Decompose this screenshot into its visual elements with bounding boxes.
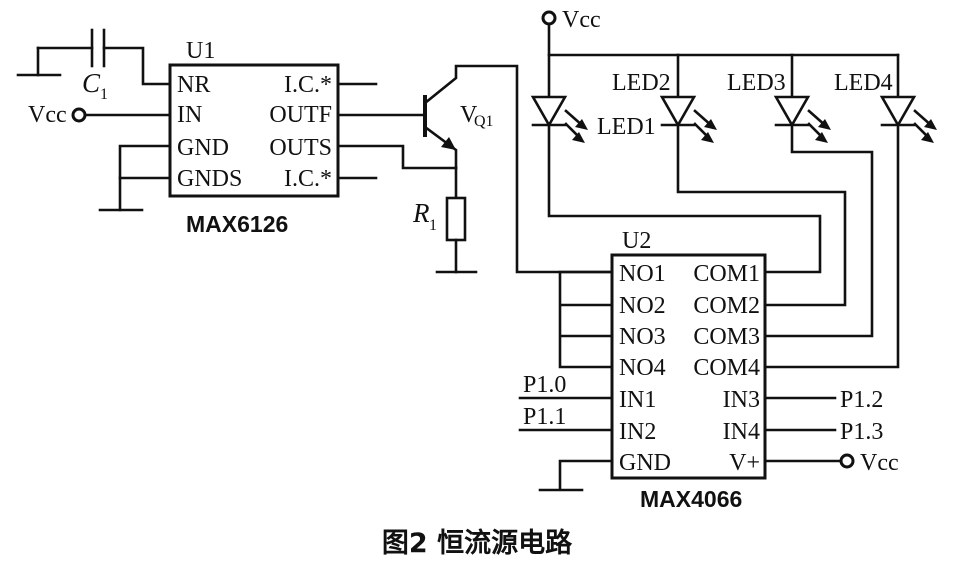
u1-pin-ic-top: I.C.* (284, 72, 332, 98)
u2-pin-no1: NO1 (619, 261, 666, 287)
vcc-rail: Vcc (541, 7, 900, 99)
port-p12-label: P1.2 (840, 387, 883, 413)
led3: LED3 (727, 70, 874, 338)
led1-label: LED1 (597, 114, 656, 140)
u2-pin-com2: COM2 (693, 293, 760, 319)
port-p10-label: P1.0 (523, 372, 566, 398)
capacitor-c1: C 1 (16, 28, 172, 103)
u2-chip: U2 MAX4066 NO1 NO2 NO3 NO4 IN1 IN2 GND C… (610, 228, 767, 512)
u1-pin-in: IN (177, 102, 202, 128)
vq1-subscript: Q1 (474, 113, 494, 130)
u2-pin-gnd: GND (619, 450, 671, 476)
led4: LED4 (763, 70, 937, 369)
led3-label: LED3 (727, 70, 786, 96)
r1-subscript: 1 (429, 217, 437, 234)
no-bus-wire (558, 270, 614, 369)
led4-label: LED4 (834, 70, 893, 96)
u1-vcc-input: Vcc (28, 102, 172, 128)
vcc-label-u2: Vcc (860, 450, 899, 476)
led2: LED2 (612, 70, 847, 307)
r1-label: R (412, 198, 430, 228)
u2-ground (538, 459, 614, 492)
led1: LED1 (530, 95, 822, 274)
u1-chip: U1 MAX6126 NR IN GND GNDS I.C.* OUTF OUT… (168, 38, 340, 237)
outs-wire (336, 144, 458, 170)
vcc-label-top: Vcc (562, 7, 601, 33)
u1-pin-nr: NR (177, 72, 210, 98)
resistor-r1: R 1 (412, 166, 478, 274)
port-p13-label: P1.3 (840, 419, 883, 445)
transistor-vq1: V Q1 (423, 64, 614, 274)
c1-subscript: 1 (100, 86, 108, 103)
u1-ref: U1 (186, 38, 215, 64)
u2-pin-com1: COM1 (693, 261, 760, 287)
c1-label: C (82, 68, 101, 98)
u2-pin-com4: COM4 (693, 355, 760, 381)
u2-ref: U2 (622, 228, 651, 254)
u1-pin-ic-bottom: I.C.* (284, 166, 332, 192)
port-p11-label: P1.1 (523, 404, 566, 430)
u1-body (168, 63, 340, 198)
u1-pin-outf: OUTF (269, 102, 332, 128)
u2-pin-no3: NO3 (619, 324, 666, 350)
vq1-label: V (460, 102, 478, 128)
u2-pin-vplus: V+ (729, 450, 760, 476)
vcc-terminal-icon (541, 10, 557, 26)
u2-pin-in3: IN3 (723, 387, 760, 413)
u2-pin-in4: IN4 (723, 419, 760, 445)
u2-part: MAX4066 (640, 486, 742, 512)
u1-ground (98, 144, 172, 212)
u2-pin-no4: NO4 (619, 355, 666, 381)
emitter-arrow-icon (441, 137, 456, 150)
u1-pin-gnds: GNDS (177, 166, 242, 192)
u1-pin-outs: OUTS (269, 135, 332, 161)
u1-part: MAX6126 (186, 211, 288, 237)
vcc-label-u1: Vcc (28, 102, 67, 128)
u2-pin-in1: IN1 (619, 387, 656, 413)
u1-pin-gnd: GND (177, 135, 229, 161)
vcc-terminal-icon (71, 107, 87, 123)
led2-label: LED2 (612, 70, 671, 96)
u2-pin-no2: NO2 (619, 293, 666, 319)
u2-vcc-input: Vcc (763, 450, 899, 476)
port-lines: P1.0 P1.1 P1.2 P1.3 (518, 372, 883, 445)
u2-pin-in2: IN2 (619, 419, 656, 445)
figure-caption: 图2 恒流源电路 (382, 527, 573, 559)
u2-pin-com3: COM3 (693, 324, 760, 350)
vcc-terminal-icon (839, 453, 855, 469)
